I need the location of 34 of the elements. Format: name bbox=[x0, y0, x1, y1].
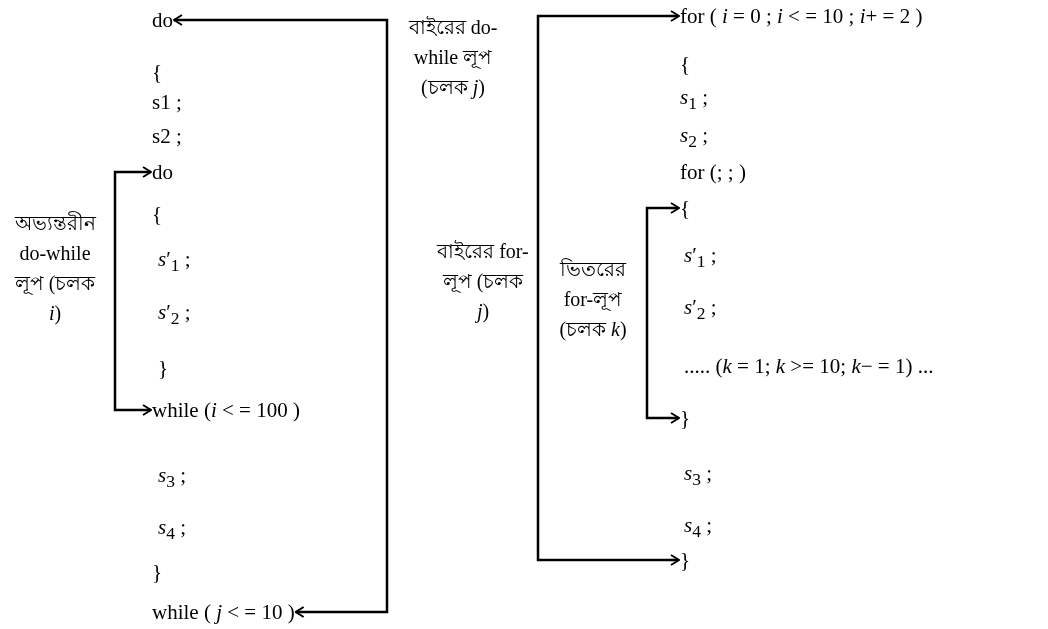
code-line: for ( i = 0 ; i < = 10 ; i+ = 2 ) bbox=[680, 4, 923, 28]
code-line: s2 ; bbox=[152, 124, 182, 148]
code-line: { bbox=[680, 196, 691, 220]
loop-description: বাইরের for-লূপ (চলক j) bbox=[435, 239, 530, 325]
code-line: do bbox=[152, 160, 173, 184]
code-line: s$_{3}$ ; bbox=[158, 462, 187, 494]
code-line: s′$_{2}$ ; bbox=[158, 299, 191, 331]
loop-arrow bbox=[536, 10, 680, 566]
code-line: while ( j < = 10 ) bbox=[152, 600, 295, 624]
code-line: s$_{2}$ ; bbox=[680, 122, 709, 154]
code-line: ..... (k = 1; k >= 10; k− = 1) ... bbox=[684, 354, 934, 378]
code-line: s′$_{1}$ ; bbox=[158, 246, 191, 278]
code-line: for (; ; ) bbox=[680, 160, 746, 184]
loop-arrow bbox=[173, 14, 389, 618]
loop-description: অভ্যন্তরীন do-while লূপ (চলক i) bbox=[13, 210, 98, 327]
code-line: } bbox=[680, 406, 691, 430]
code-line: while (i < = 100 ) bbox=[152, 398, 300, 422]
code-line: s1 ; bbox=[152, 90, 182, 114]
code-line: s$_{4}$ ; bbox=[684, 512, 713, 544]
code-line: s$_{4}$ ; bbox=[158, 514, 187, 546]
code-line: } bbox=[158, 356, 169, 380]
loop-arrow bbox=[113, 166, 152, 416]
code-line: } bbox=[152, 560, 163, 584]
code-line: s′$_{2}$ ; bbox=[684, 294, 717, 326]
code-line: { bbox=[152, 60, 163, 84]
code-line: { bbox=[680, 52, 691, 76]
code-line: s$_{1}$ ; bbox=[680, 84, 709, 116]
loop-description: ভিতরের for-লূপ (চলক k) bbox=[558, 257, 628, 343]
code-line: } bbox=[680, 548, 691, 572]
loop-arrow bbox=[645, 202, 680, 424]
code-line: s′$_{1}$ ; bbox=[684, 242, 717, 274]
code-line: { bbox=[152, 202, 163, 226]
code-line: do bbox=[152, 8, 173, 32]
code-line: s$_{3}$ ; bbox=[684, 460, 713, 492]
